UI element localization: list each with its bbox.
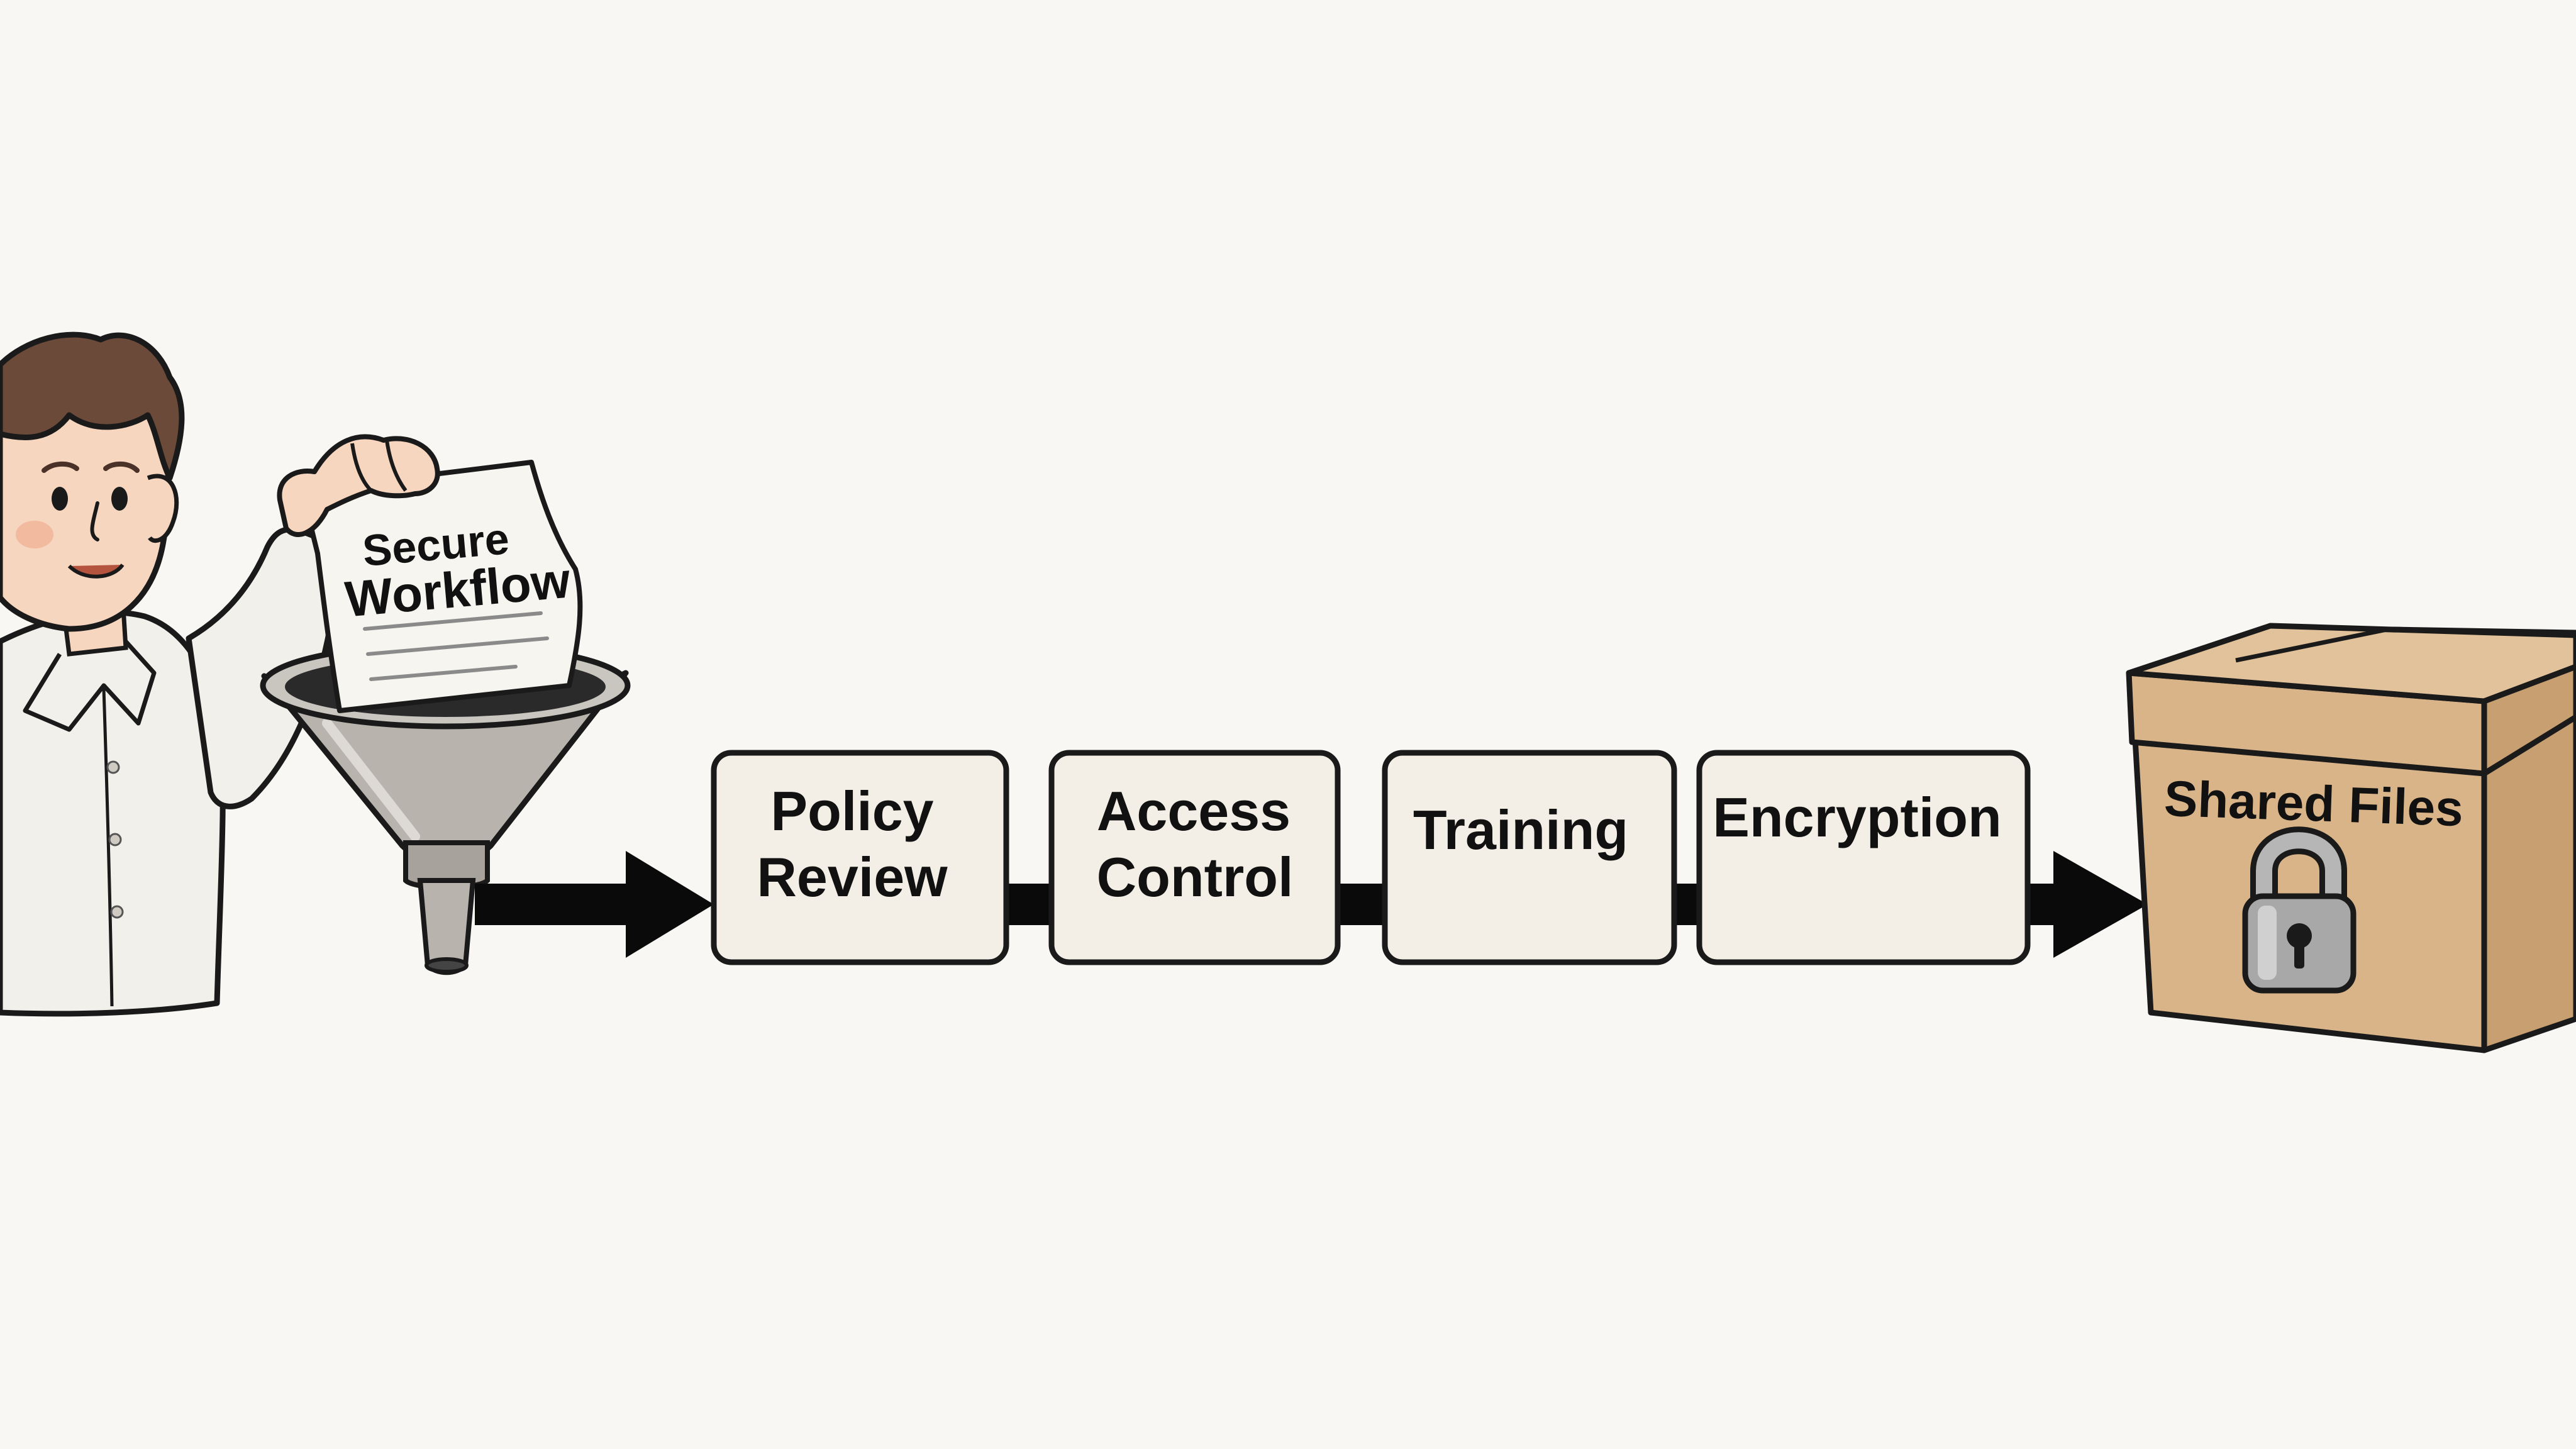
person-eye — [111, 487, 128, 511]
person-eye — [52, 487, 68, 511]
lock-icon — [2242, 826, 2357, 994]
carton-lid-seam — [2235, 626, 2576, 663]
person-finger-line — [385, 440, 408, 492]
arrow-shaft — [475, 884, 638, 925]
process-steps: Policy Review Access Control Training En… — [711, 750, 2031, 965]
arrow-head — [626, 851, 714, 958]
flow-connectors — [475, 851, 2148, 958]
document-line — [369, 665, 518, 681]
funnel-spout-opening — [425, 957, 469, 974]
carton-lid-top — [2126, 623, 2576, 704]
shared-files-label: Shared Files — [2163, 770, 2465, 837]
step-access-control: Access Control — [1048, 750, 1341, 965]
document-line — [366, 636, 549, 656]
step-training: Training — [1382, 750, 1677, 965]
person-collar — [23, 640, 157, 732]
step-label-line2: Control — [1097, 846, 1294, 908]
step-box — [1382, 750, 1677, 965]
carton-lid-side — [2481, 663, 2576, 777]
person-ear — [147, 474, 179, 543]
person-finger-line — [350, 443, 373, 492]
step-label-line1: Training — [1413, 799, 1628, 861]
lock-highlight — [2258, 906, 2277, 980]
shirt-button — [106, 760, 120, 774]
step-box — [1048, 750, 1341, 965]
person-eyebrow — [42, 461, 79, 473]
person-hand — [277, 434, 440, 537]
shirt-button — [110, 905, 124, 919]
person-placket — [102, 688, 114, 1007]
person-mouth — [67, 564, 125, 579]
step-label-line1: Encryption — [1713, 786, 2002, 848]
shared-files-box: Shared Files — [2126, 623, 2576, 1053]
step-policy-review: Policy Review — [711, 750, 1009, 965]
step-encryption: Encryption — [1696, 750, 2031, 965]
lock-shackle-inner — [2256, 832, 2341, 908]
step-label-line1: Policy — [770, 780, 933, 842]
person-eyebrow — [103, 461, 140, 473]
person-hair — [0, 331, 185, 481]
lock-keyhole — [2287, 923, 2312, 948]
person-illustration — [0, 331, 340, 1017]
step-label-line2: Review — [757, 846, 948, 908]
step-box — [711, 750, 1009, 965]
connector-bar — [1003, 884, 1053, 925]
document-sheet — [299, 460, 583, 713]
secure-workflow-document: Secure Workflow — [299, 460, 583, 713]
arrow-head — [2053, 851, 2148, 958]
step-box — [1696, 750, 2031, 965]
document-line — [363, 611, 543, 631]
connector-bar — [1336, 884, 1387, 925]
person-nose — [90, 501, 99, 541]
lock-keyhole-slot — [2294, 940, 2304, 969]
step-label-line1: Access — [1097, 780, 1291, 842]
funnel-shine — [322, 718, 420, 841]
shirt-button — [108, 833, 122, 847]
person-cheek — [16, 521, 53, 548]
